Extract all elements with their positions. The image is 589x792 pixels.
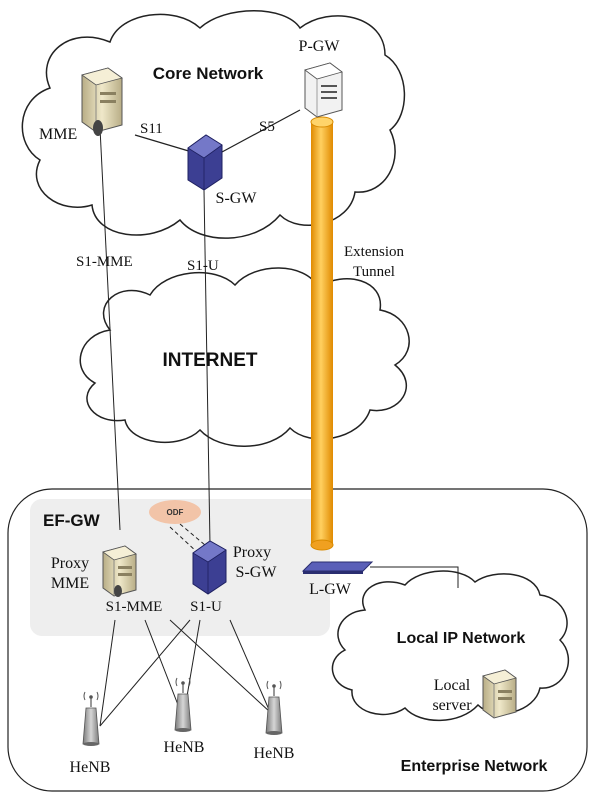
mme-server-icon [81,67,123,136]
s1-u-label: S1-U [187,258,219,274]
sgw-label: S-GW [216,190,258,207]
sgw-icon [187,134,223,191]
local-server-icon [482,669,517,719]
odf-ellipse [149,500,201,524]
s1-mme-link [99,127,121,531]
proxy-sgw-label-line2: S-GW [236,564,278,581]
s1-u-link [203,189,211,546]
extension-tunnel [310,116,334,551]
s5-link [221,109,301,153]
enterprise-network-title: Enterprise Network [401,758,548,775]
s11-label: S11 [140,121,163,137]
odf-label: ODF [167,508,184,517]
efgw-s1-mme-label: S1-MME [106,599,163,615]
henb-label-2: HeNB [164,739,205,756]
lgw-device-icon [301,561,374,574]
henb-links [99,619,271,727]
core-network-title: Core Network [153,64,264,83]
lgw-link [370,566,459,588]
efgw-title: EF-GW [43,511,101,530]
s5-label: S5 [259,119,275,135]
lgw-label: L-GW [309,581,352,598]
proxy-mme-label-line1: Proxy [51,555,89,572]
mme-label: MME [39,126,77,143]
local-server-label-line1: Local [434,677,471,694]
henb-tower-icon-3 [265,680,283,735]
internet-title: INTERNET [163,350,258,371]
henb-label-1: HeNB [70,759,111,776]
henb-tower-icon-2 [174,677,192,732]
pgw-label: P-GW [299,38,341,55]
proxy-sgw-icon [192,540,227,595]
efgw-s1-u-label: S1-U [190,599,222,615]
local-ip-title: Local IP Network [397,630,526,647]
s1-mme-label: S1-MME [76,254,133,270]
local-server-label-line2: server [432,697,472,714]
core-network-cloud [21,10,406,239]
proxy-mme-label-line2: MME [51,575,89,592]
henb-label-3: HeNB [254,745,295,762]
tunnel-label-line2: Tunnel [353,264,395,280]
proxy-mme-server-icon [102,545,137,597]
efgw-box [30,499,330,636]
odf-link-2 [179,523,206,546]
proxy-sgw-label-line1: Proxy [233,544,271,561]
henb-tower-icon-1 [82,691,100,746]
odf-link-1 [169,526,199,554]
s11-link [134,134,193,153]
tunnel-label-line1: Extension [344,244,404,260]
pgw-server-icon [304,62,343,118]
